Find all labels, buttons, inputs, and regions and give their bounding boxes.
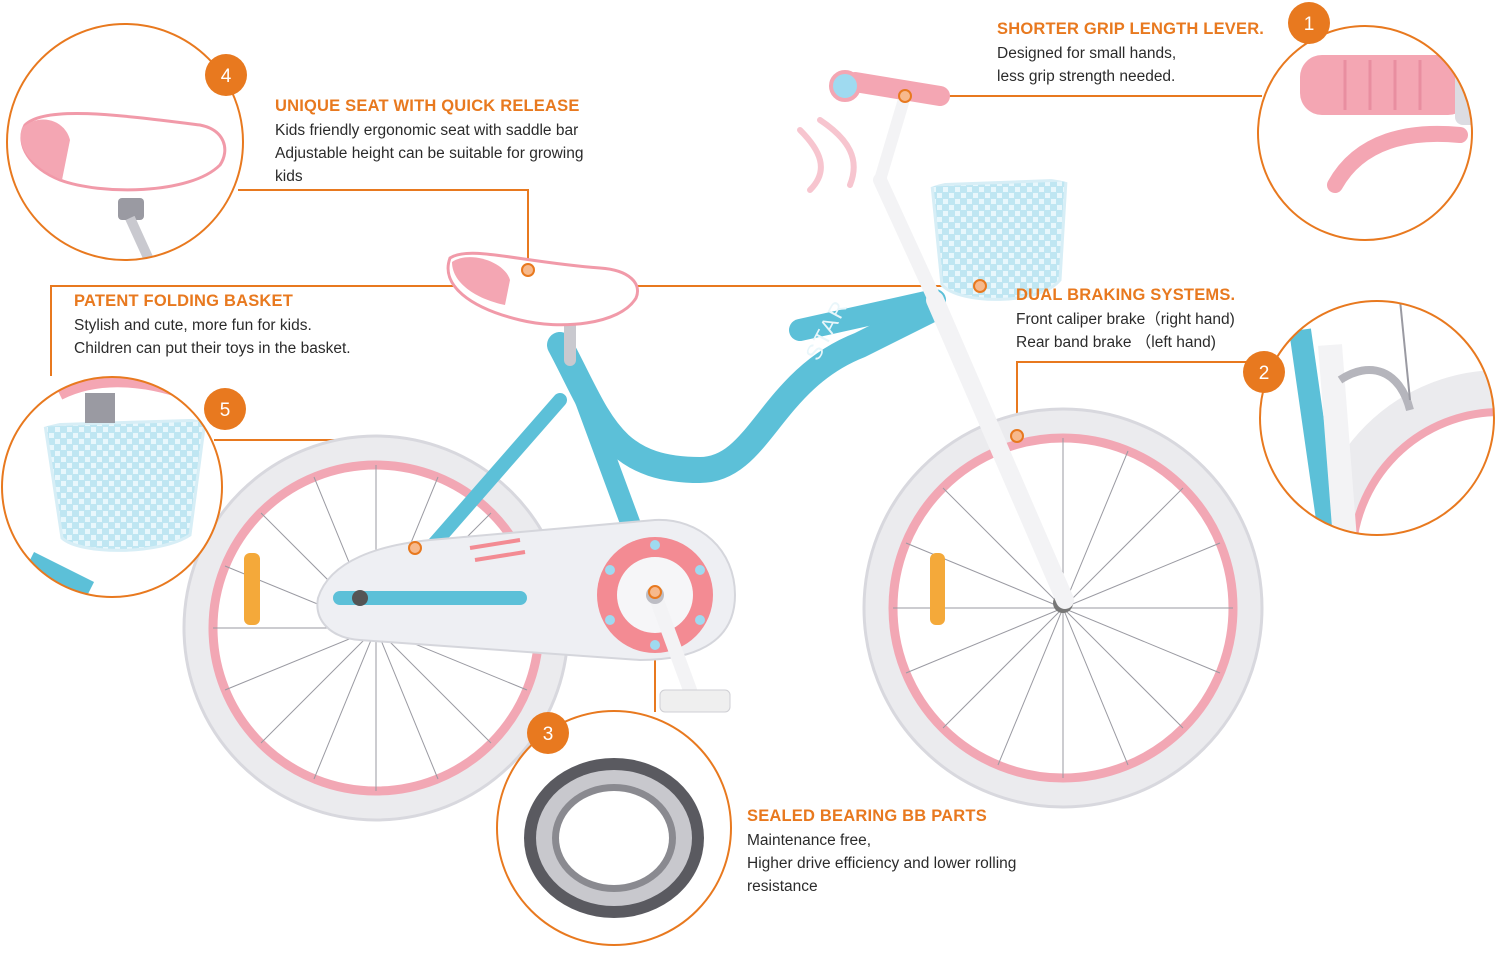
detail-circle-3 [496,710,732,946]
svg-text:5: 5 [220,400,231,421]
feature-1-title: SHORTER GRIP LENGTH LEVER. [997,20,1265,38]
bearing-ring-icon [497,711,731,945]
svg-text:3: 3 [543,724,554,745]
badge-2: 2 [1243,351,1285,393]
feature-4-line-2: Adjustable height can be suitable for gr… [275,145,584,162]
caliper-brake-icon [1260,301,1494,535]
bicycle: STAR [182,70,1264,822]
feature-4-title: UNIQUE SEAT WITH QUICK RELEASE [275,97,580,115]
feature-4-text: UNIQUE SEAT WITH QUICK RELEASE Kids frie… [275,96,583,188]
feature-5-text: PATENT FOLDING BASKET Stylish and cute, … [74,291,351,360]
badge-3: 3 [527,712,569,754]
feature-2-line-1: Front caliper brake（right hand) [1016,311,1235,328]
feature-2-title: DUAL BRAKING SYSTEMS. [1016,286,1236,304]
feature-1-line-1: Designed for small hands, [997,45,1177,62]
svg-text:2: 2 [1259,363,1270,384]
feature-3-text: SEALED BEARING BB PARTS Maintenance free… [747,806,1016,898]
front-basket [926,170,1071,301]
feature-2-text: DUAL BRAKING SYSTEMS. Front caliper brak… [1016,285,1235,354]
badge-5: 5 [204,388,246,430]
detail-circle-4 [6,23,244,261]
feature-1-text: SHORTER GRIP LENGTH LEVER. Designed for … [997,19,1264,88]
bike-seat-icon [7,24,243,260]
feature-3-line-1: Maintenance free, [747,832,872,849]
handlebar [797,70,950,193]
number-badges: 1 2 3 4 5 [204,2,1330,754]
feature-5-title: PATENT FOLDING BASKET [74,292,293,310]
badge-1: 1 [1288,2,1330,44]
detail-circle-5 [1,376,223,598]
feature-2-line-2: Rear band brake （left hand) [1016,334,1216,351]
svg-text:4: 4 [221,66,232,87]
feature-4-line-3: kids [275,168,303,185]
svg-text:1: 1 [1304,14,1315,35]
feature-4-line-1: Kids friendly ergonomic seat with saddle… [275,122,579,139]
detail-circle-2 [1259,300,1495,536]
detail-circle-1 [1257,25,1473,241]
feature-3-title: SEALED BEARING BB PARTS [747,807,987,825]
feature-3-line-3: resistance [747,878,818,895]
feature-5-line-2: Children can put their toys in the baske… [74,340,351,357]
seat [446,251,639,327]
folding-basket-icon [2,377,222,597]
badge-4: 4 [205,54,247,96]
feature-5-line-1: Stylish and cute, more fun for kids. [74,317,312,334]
grip-lever-icon [1258,26,1472,240]
feature-3-line-2: Higher drive efficiency and lower rollin… [747,855,1017,872]
feature-1-line-2: less grip strength needed. [997,68,1176,85]
leader-dots [408,89,1024,599]
